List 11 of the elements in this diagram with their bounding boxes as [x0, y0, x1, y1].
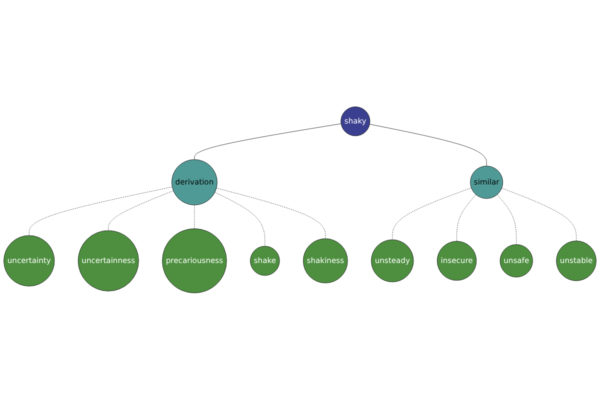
connector [108, 190, 174, 231]
connector [194, 124, 342, 160]
connector [214, 192, 266, 247]
connector [392, 188, 472, 240]
connector [502, 188, 577, 242]
connector [28, 186, 172, 236]
connector [496, 194, 517, 245]
connector [216, 188, 326, 239]
connector [194, 204, 195, 230]
connector [369, 124, 487, 166]
connector [456, 194, 476, 242]
